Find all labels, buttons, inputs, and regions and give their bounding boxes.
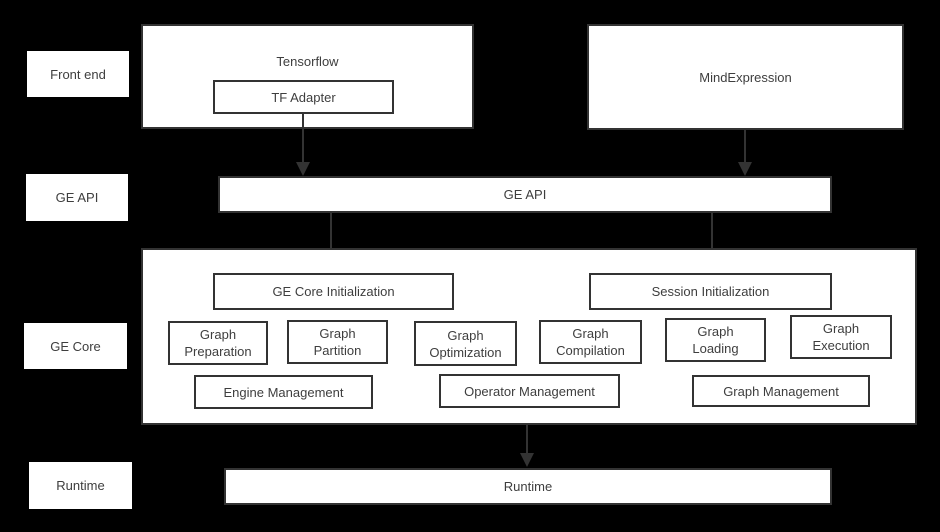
graph-partition-box: Graph Partition: [287, 320, 388, 364]
tf-adapter-box: TF Adapter: [213, 80, 394, 114]
arrow-head-icon: [296, 162, 310, 176]
row-label-runtime: Runtime: [29, 462, 132, 509]
graph-optimization-box: Graph Optimization: [414, 321, 517, 366]
mind-expression-box: MindExpression: [587, 24, 904, 130]
ge-core-initialization-box: GE Core Initialization: [213, 273, 454, 310]
stage-line: Graph: [447, 327, 484, 343]
runtime-bar: Runtime: [224, 468, 832, 505]
stage-line: Preparation: [184, 344, 252, 359]
graph-management-box: Graph Management: [692, 375, 870, 407]
stage-line: Graph: [822, 321, 860, 336]
engine-management-box: Engine Management: [194, 375, 373, 409]
graph-loading-box: Graph Loading: [665, 318, 766, 362]
stage-line: Compilation: [556, 343, 625, 358]
stage-line: Graph: [697, 324, 734, 339]
arrow-stem: [526, 425, 528, 453]
operator-management-box: Operator Management: [439, 374, 620, 408]
row-label-ge-core: GE Core: [24, 323, 127, 369]
stage-line: Graph: [199, 327, 237, 342]
arrow-stem: [744, 130, 746, 162]
arrow-stem: [330, 213, 332, 258]
arrow-stem: [302, 114, 304, 162]
session-initialization-box: Session Initialization: [589, 273, 832, 310]
arrow-head-icon: [738, 162, 752, 176]
ge-api-bar: GE API: [218, 176, 832, 213]
row-label-ge-api: GE API: [26, 174, 128, 221]
stage-line: Graph: [319, 326, 356, 341]
tensorflow-title: Tensorflow: [276, 54, 339, 69]
stage-line: Optimization: [429, 344, 502, 360]
stage-line: Execution: [812, 338, 870, 353]
stage-line: Partition: [313, 343, 362, 358]
stage-line: Loading: [692, 341, 739, 356]
graph-preparation-box: Graph Preparation: [168, 321, 268, 365]
graph-execution-box: Graph Execution: [790, 315, 892, 359]
arrow-head-icon: [520, 453, 534, 467]
row-label-front-end: Front end: [27, 51, 129, 97]
graph-compilation-box: Graph Compilation: [539, 320, 642, 364]
stage-line: Graph: [572, 326, 609, 341]
arrow-stem: [711, 213, 713, 258]
